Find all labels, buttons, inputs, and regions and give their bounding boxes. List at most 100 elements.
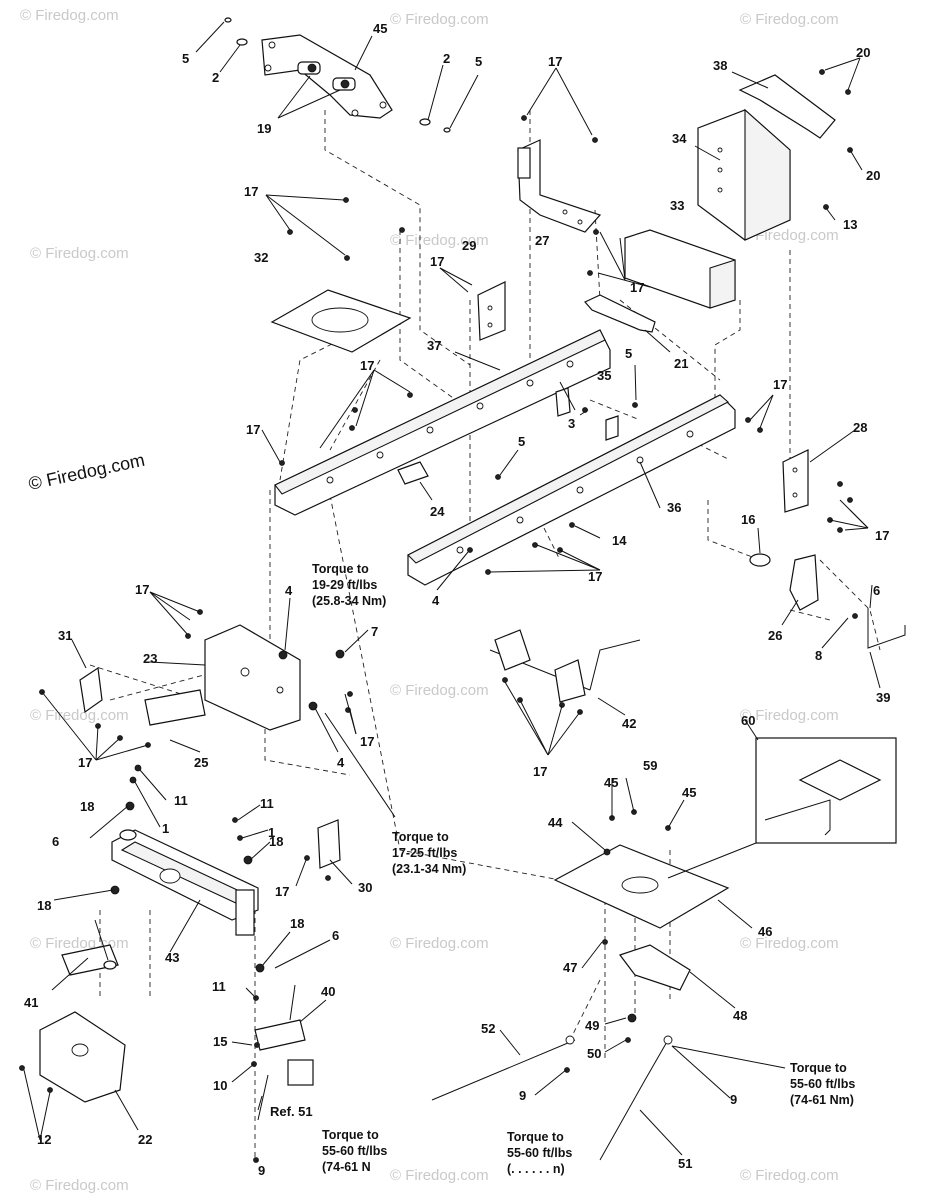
- part-ref51-rod: [257, 1074, 269, 1121]
- part-27-bracket: [517, 139, 602, 233]
- part-40-spindle: [254, 984, 314, 1086]
- washers-bolts-top: [224, 17, 451, 133]
- watermark: © Firedog.com: [390, 935, 489, 952]
- watermark: © Firedog.com: [30, 935, 129, 952]
- label-48: 48: [733, 1008, 747, 1023]
- watermark: © Firedog.com: [30, 1177, 129, 1194]
- torque-note-line: 55-60 ft/lbs: [322, 1144, 387, 1158]
- label-1: 1: [268, 825, 275, 840]
- part-45-axle-bracket: [261, 34, 393, 119]
- label-16: 16: [741, 512, 755, 527]
- label-17: 17: [135, 582, 149, 597]
- torque-note-line: (74-61 N: [322, 1160, 371, 1174]
- part-60-inset: [667, 737, 897, 879]
- label-7: 7: [371, 624, 378, 639]
- torque-note-5: Torque to 55-60 ft/lbs (. . . . . . n): [507, 1130, 572, 1176]
- part-21-strap: [584, 294, 656, 333]
- label-2: 2: [443, 51, 450, 66]
- label-17: 17: [548, 54, 562, 69]
- label-18: 18: [269, 834, 283, 849]
- label-ref-51: Ref. 51: [270, 1104, 313, 1119]
- label-4: 4: [337, 755, 345, 770]
- label-4: 4: [432, 593, 440, 608]
- label-32: 32: [254, 250, 268, 265]
- part-51-rod: [599, 1035, 673, 1161]
- label-17: 17: [360, 358, 374, 373]
- label-31: 31: [58, 628, 72, 643]
- label-37: 37: [427, 338, 441, 353]
- label-9: 9: [258, 1163, 265, 1178]
- label-34: 34: [672, 131, 687, 146]
- part-52-rod: [431, 1035, 576, 1101]
- watermark: © Firedog.com: [390, 1167, 489, 1184]
- watermark: © Firedog.com: [740, 935, 839, 952]
- label-5: 5: [518, 434, 525, 449]
- part-39-rod: [867, 608, 906, 649]
- torque-note-line: 17-25 ft/lbs: [392, 846, 457, 860]
- label-30: 30: [358, 880, 372, 895]
- label-46: 46: [758, 924, 772, 939]
- label-20: 20: [866, 168, 880, 183]
- label-3: 3: [568, 416, 575, 431]
- label-14: 14: [612, 533, 627, 548]
- torque-note-line: (74-61 Nm): [790, 1093, 854, 1107]
- label-2: 2: [212, 70, 219, 85]
- label-8: 8: [815, 648, 822, 663]
- label-39: 39: [876, 690, 890, 705]
- torque-note-4: Torque to 55-60 ft/lbs (74-61 N: [322, 1128, 387, 1174]
- watermark: © Firedog.com: [740, 1167, 839, 1184]
- part-37-frame-rail: [274, 329, 611, 516]
- label-5: 5: [625, 346, 632, 361]
- watermark: © Firedog.com: [740, 11, 839, 28]
- label-6: 6: [52, 834, 59, 849]
- label-40: 40: [321, 984, 335, 999]
- label-25: 25: [194, 755, 208, 770]
- label-17: 17: [360, 734, 374, 749]
- label-17: 17: [244, 184, 258, 199]
- label-11: 11: [174, 793, 188, 808]
- label-27: 27: [535, 233, 549, 248]
- part-36-frame-rail: [407, 394, 736, 586]
- label-44: 44: [548, 815, 563, 830]
- label-52: 52: [481, 1021, 495, 1036]
- label-26: 26: [768, 628, 782, 643]
- label-17: 17: [430, 254, 444, 269]
- label-45: 45: [682, 785, 696, 800]
- torque-note-line: 55-60 ft/lbs: [507, 1146, 572, 1160]
- label-42: 42: [622, 716, 636, 731]
- part-26-bracket: [789, 554, 819, 611]
- torque-note-line: Torque to: [322, 1128, 379, 1142]
- part-22-plate: [39, 1011, 126, 1103]
- watermark: © Firedog.com: [20, 7, 119, 24]
- label-15: 15: [213, 1034, 227, 1049]
- label-22: 22: [138, 1132, 152, 1147]
- label-5: 5: [475, 54, 482, 69]
- torque-note-line: Torque to: [392, 830, 449, 844]
- part-32-plate: [270, 289, 412, 353]
- watermark: © Firedog.com: [390, 11, 489, 28]
- part-38-battery-bracket: [738, 74, 836, 139]
- label-18: 18: [290, 916, 304, 931]
- label-43: 43: [165, 950, 179, 965]
- label-35: 35: [597, 368, 611, 383]
- label-29: 29: [462, 238, 476, 253]
- part-28-bracket: [782, 449, 809, 513]
- label-13: 13: [843, 217, 857, 232]
- label-6: 6: [873, 583, 880, 598]
- torque-note-line: Torque to: [312, 562, 369, 576]
- label-9: 9: [519, 1088, 526, 1103]
- part-46-plate: [553, 844, 730, 929]
- label-50: 50: [587, 1046, 601, 1061]
- part-35-bracket: [555, 387, 619, 441]
- torque-note-line: Torque to: [790, 1061, 847, 1075]
- label-17: 17: [246, 422, 260, 437]
- label-17: 17: [875, 528, 889, 543]
- part-41-spindle: [61, 919, 119, 976]
- torque-note-line: (25.8-34 Nm): [312, 594, 386, 608]
- watermark: © Firedog.com: [390, 682, 489, 699]
- torque-note-3: Torque to 55-60 ft/lbs (74-61 Nm): [790, 1061, 855, 1107]
- part-24-bracket: [397, 461, 429, 485]
- torque-note-2: Torque to 17-25 ft/lbs (23.1-34 Nm): [392, 830, 466, 876]
- label-47: 47: [563, 960, 577, 975]
